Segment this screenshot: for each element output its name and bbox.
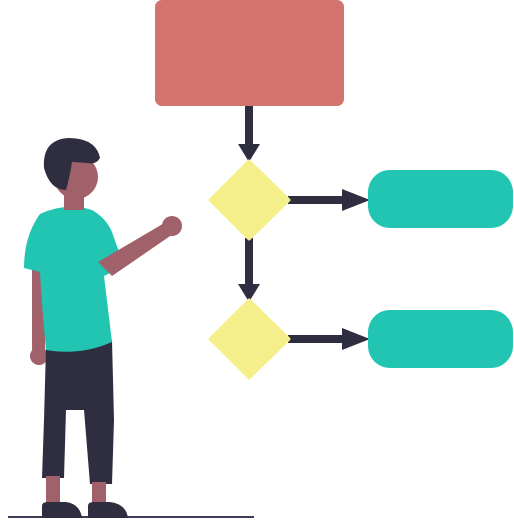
connector-decision-1-to-output-1 xyxy=(288,189,370,211)
pointing-hand xyxy=(162,216,182,236)
left-shoe xyxy=(42,502,82,518)
arrowhead-icon xyxy=(342,189,370,211)
connector-decision-2-to-output-2 xyxy=(288,328,370,350)
connector-decision-1-to-decision-2 xyxy=(238,238,260,302)
pants-body xyxy=(42,340,114,484)
arrowhead-icon xyxy=(342,328,370,350)
output-1-pill xyxy=(368,170,513,228)
left-hand xyxy=(30,347,48,365)
output-2-pill xyxy=(368,310,513,368)
decision-1-diamond xyxy=(208,159,291,241)
connector-process-to-decision-1 xyxy=(238,105,260,162)
right-ankle xyxy=(92,482,106,506)
connector-line xyxy=(288,196,346,204)
connectors xyxy=(238,105,370,350)
shirt xyxy=(24,206,124,352)
decision-2-diamond xyxy=(208,298,291,380)
left-ankle xyxy=(46,476,60,506)
pants xyxy=(42,340,114,484)
hair xyxy=(43,138,100,190)
right-shoe xyxy=(88,502,128,518)
flowchart xyxy=(155,0,513,380)
arrowhead-icon xyxy=(238,144,260,162)
connector-line xyxy=(288,335,346,343)
start-process-box xyxy=(155,0,344,106)
connector-line xyxy=(245,105,253,147)
person xyxy=(8,138,254,518)
floor-line xyxy=(8,516,254,518)
arrowhead-icon xyxy=(238,284,260,302)
pointing-arm xyxy=(98,216,182,276)
pointing-forearm xyxy=(98,222,176,276)
connector-line xyxy=(245,238,253,288)
